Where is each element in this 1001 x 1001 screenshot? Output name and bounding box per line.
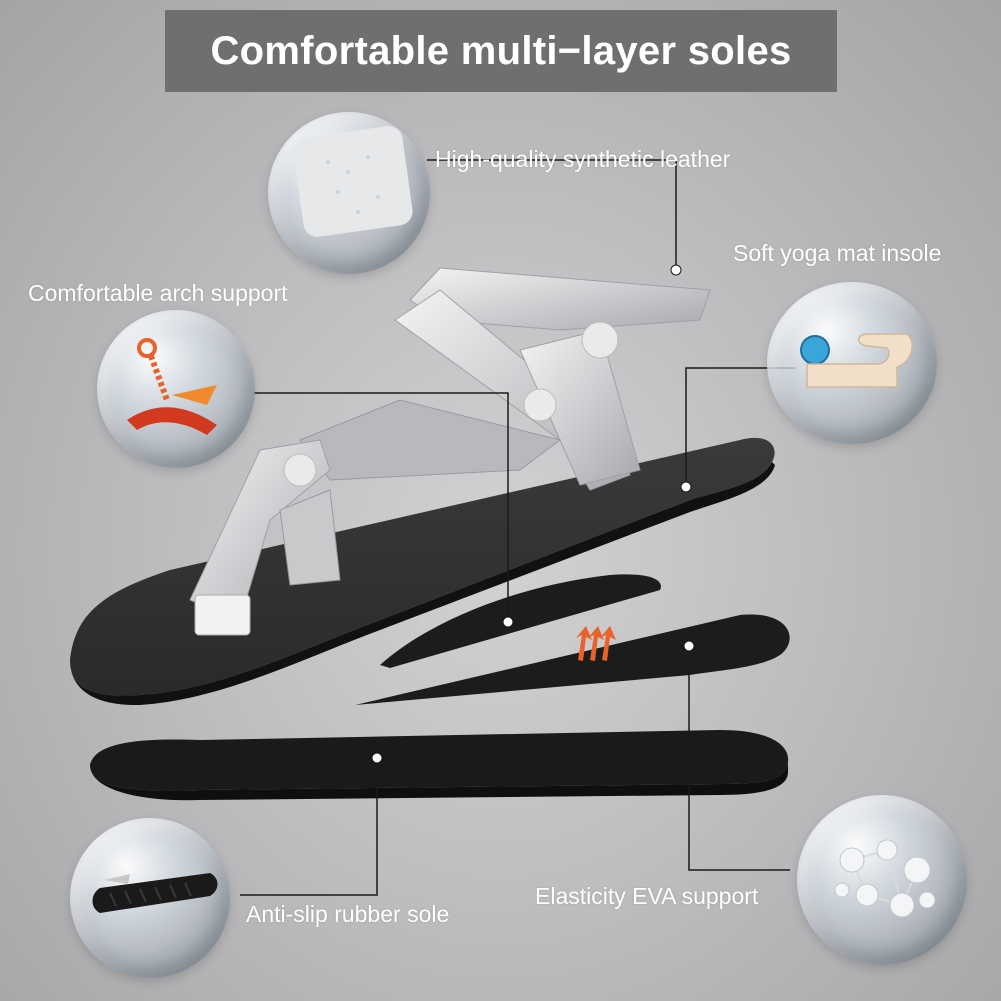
rubber-label: Anti-slip rubber sole <box>246 901 450 927</box>
eva-bubble <box>797 795 967 965</box>
yoga-mat-icon <box>800 333 913 388</box>
molecule-icon <box>834 839 936 918</box>
leather-label: High-quality synthetic leather <box>435 146 731 172</box>
elasticity-arrows-icon <box>576 626 616 661</box>
arch-support-icon <box>127 338 217 435</box>
insole-label: Soft yoga mat insole <box>733 240 942 266</box>
page-title: Comfortable multi−layer soles <box>165 10 837 92</box>
eva-label: Elasticity EVA support <box>535 883 759 909</box>
eva-layer <box>355 614 790 705</box>
leather-texture-icon <box>293 126 413 237</box>
sandal-straps <box>189 267 711 636</box>
arch-bubble <box>97 310 255 468</box>
insole-bubble <box>767 282 937 444</box>
arch-support-layer <box>380 574 661 668</box>
rubber-sole-icon <box>92 873 218 913</box>
leather-bubble <box>268 112 430 274</box>
arch-label: Comfortable arch support <box>28 280 288 306</box>
rubber-bubble <box>70 818 230 978</box>
leader-dots <box>371 264 695 764</box>
title-text: Comfortable multi−layer soles <box>210 28 792 73</box>
rubber-sole-layer <box>90 730 789 801</box>
leader-lines <box>240 159 795 896</box>
